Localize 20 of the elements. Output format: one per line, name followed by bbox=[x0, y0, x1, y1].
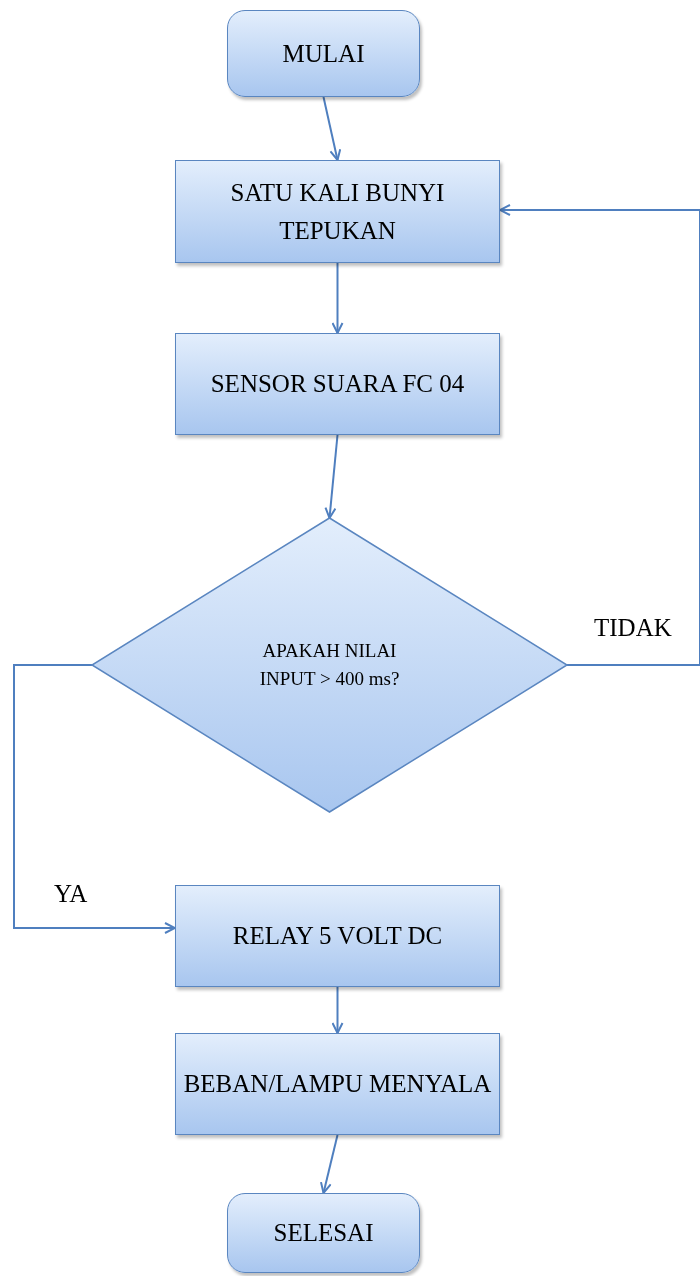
arrow bbox=[331, 986, 344, 1034]
node-text: MULAI bbox=[282, 38, 365, 69]
arrow bbox=[322, 96, 342, 161]
process-box bbox=[175, 160, 500, 263]
arrow bbox=[320, 1134, 339, 1194]
process-box bbox=[175, 333, 500, 435]
node-text: APAKAH NILAI INPUT > 400 ms? bbox=[258, 638, 401, 691]
terminal-box bbox=[227, 1193, 420, 1273]
terminal-box bbox=[227, 10, 420, 97]
node-text: SATU KALI BUNYI TEPUKAN bbox=[229, 178, 446, 246]
arrow bbox=[324, 434, 339, 519]
process-box bbox=[175, 1033, 500, 1135]
arrow bbox=[499, 204, 700, 666]
node-text: BEBAN/LAMPU MENYALA bbox=[183, 1069, 492, 1100]
arrow bbox=[331, 262, 344, 334]
process-box bbox=[175, 885, 500, 987]
node-text: RELAY 5 VOLT DC bbox=[232, 921, 443, 952]
node-text: SENSOR SUARA FC 04 bbox=[210, 369, 465, 400]
arrow bbox=[13, 664, 176, 934]
node-text: SELESAI bbox=[273, 1218, 374, 1249]
